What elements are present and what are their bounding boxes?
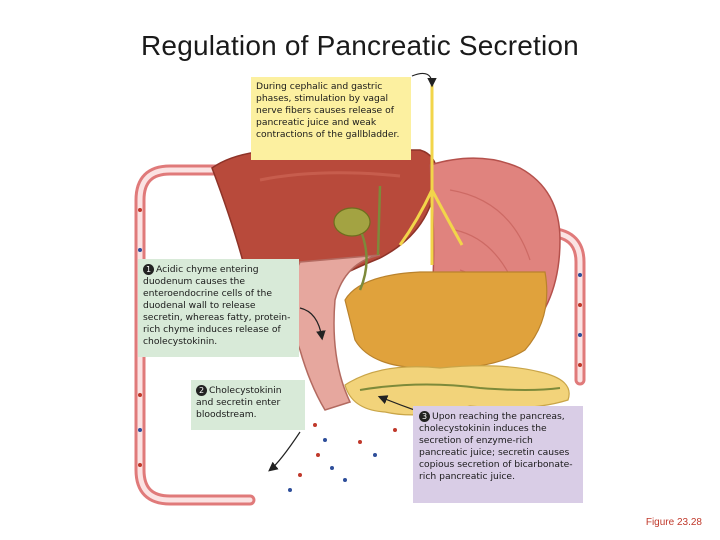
vagus-nerve xyxy=(398,85,464,265)
page-title: Regulation of Pancreatic Secretion xyxy=(141,30,579,61)
callout-step-3-text: Upon reaching the pancreas, cholecystoki… xyxy=(419,411,573,482)
step-1-number-badge: 1 xyxy=(143,264,154,275)
arrow-vagal-to-stomach xyxy=(411,72,437,88)
arrow-step2-to-bloodstream xyxy=(268,431,301,472)
step-3-number-badge: 3 xyxy=(419,411,430,422)
figure-label: Figure 23.28 xyxy=(645,517,702,528)
arrow-step1-to-duodenum xyxy=(299,307,326,341)
callout-step-2-text: Cholecystokinin and secretin enter blood… xyxy=(196,385,282,420)
hormone-dots xyxy=(138,208,582,492)
callout-vagal-stimulation: During cephalic and gastric phases, stim… xyxy=(251,77,411,160)
pancreas xyxy=(344,365,570,416)
step-2-number-badge: 2 xyxy=(196,385,207,396)
gallbladder xyxy=(333,207,371,237)
chyme-region xyxy=(344,271,548,370)
callout-step-1-text: Acidic chyme entering duodenum causes th… xyxy=(143,264,291,347)
callout-vagal-stimulation-text: During cephalic and gastric phases, stim… xyxy=(256,81,400,140)
